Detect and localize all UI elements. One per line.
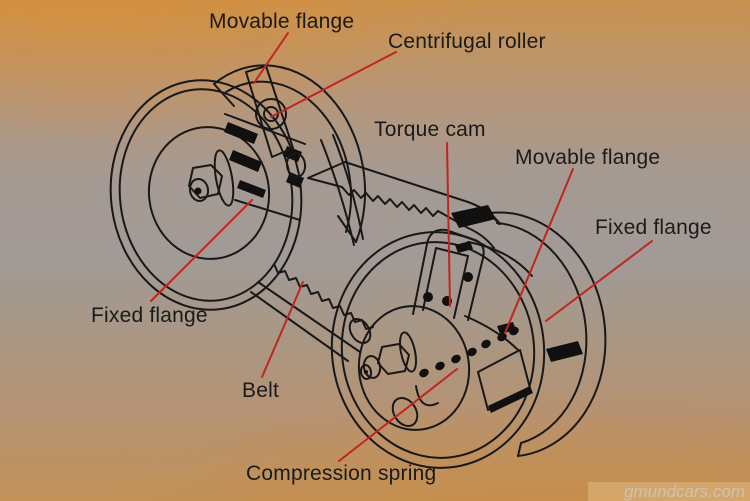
leader-movable-flange-top: [253, 32, 289, 84]
label-fixed-flange-left: Fixed flange: [91, 304, 208, 327]
watermark-text: gmundcars.com: [624, 482, 745, 501]
leader-centrifugal-roller: [270, 51, 397, 118]
label-belt: Belt: [242, 379, 279, 402]
primary-pulley-drawing: [109, 64, 367, 311]
label-movable-flange-right: Movable flange: [515, 146, 661, 169]
label-torque-cam: Torque cam: [374, 118, 486, 141]
watermark-strip: gmundcars.com: [588, 482, 750, 501]
label-centrifugal-roller: Centrifugal roller: [388, 30, 546, 53]
secondary-pulley-drawing: [330, 205, 607, 469]
leader-fixed-flange-right: [545, 240, 653, 322]
label-compression-spring: Compression spring: [246, 462, 437, 485]
label-movable-flange-top: Movable flange: [209, 10, 355, 33]
leader-lines: [150, 32, 653, 462]
belt-drawing: [250, 161, 501, 362]
leader-compression-spring: [338, 368, 458, 462]
leader-belt: [261, 281, 304, 378]
leader-movable-flange-right: [504, 168, 574, 334]
leader-torque-cam: [446, 142, 451, 307]
leader-fixed-flange-left: [150, 199, 253, 302]
label-fixed-flange-right: Fixed flange: [595, 216, 712, 239]
